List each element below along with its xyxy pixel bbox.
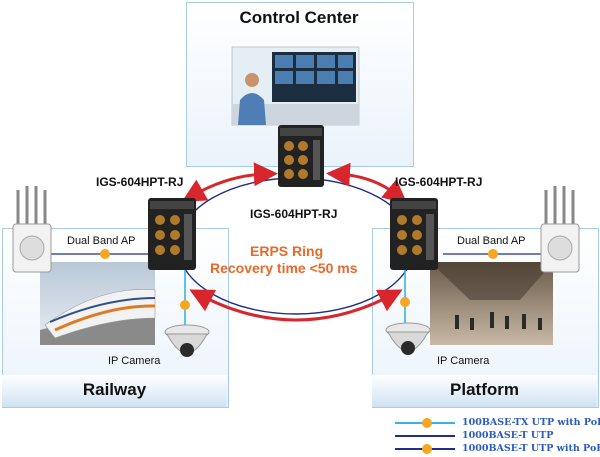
camera-right-label: IP Camera	[437, 355, 490, 367]
ap-left-device	[12, 186, 52, 273]
switch-right-device	[390, 198, 438, 270]
switch-right-label: IGS-604HPT-RJ	[395, 175, 483, 189]
control-center-title: Control Center	[239, 8, 359, 27]
railway-title: Railway	[82, 380, 147, 399]
ap-left-label: Dual Band AP	[67, 235, 136, 247]
erps-recovery-time: Recovery time <50 ms	[210, 260, 358, 276]
ring-arrow-bottom	[189, 289, 403, 322]
ring-arrow-right	[326, 162, 408, 204]
camera-left-label: IP Camera	[108, 355, 161, 367]
platform-title-bar	[372, 375, 597, 407]
erps-ring-title: ERPS Ring	[250, 243, 324, 259]
railway-photo	[40, 262, 156, 345]
platform-photo	[430, 262, 553, 345]
poe-dot-left-ap	[100, 249, 110, 259]
poe-dot-right-camera	[400, 297, 410, 307]
platform-title: Platform	[450, 380, 519, 399]
camera-right-device	[385, 322, 431, 355]
switch-center-label: IGS-604HPT-RJ	[250, 207, 338, 221]
legend-poe-dot-1	[422, 418, 432, 428]
switch-left-device	[148, 198, 196, 270]
poe-dot-left-camera	[180, 300, 190, 310]
legend-graphics	[395, 418, 455, 454]
legend-label-1: 100BASE-TX UTP with PoE	[462, 417, 600, 428]
legend-label-2: 1000BASE-T UTP	[462, 430, 554, 441]
switch-center-device	[278, 125, 324, 187]
ap-right-device	[540, 186, 580, 273]
poe-dot-right-ap	[488, 249, 498, 259]
railway-title-bar	[2, 375, 227, 407]
legend-poe-dot-3	[422, 444, 432, 454]
legend-label-3: 1000BASE-T UTP with PoE	[462, 443, 600, 454]
switch-left-label: IGS-604HPT-RJ	[96, 175, 184, 189]
control-room-photo	[231, 46, 360, 126]
ring-arrow-left	[181, 162, 278, 203]
ap-right-label: Dual Band AP	[457, 235, 526, 247]
camera-left-device	[164, 324, 210, 357]
